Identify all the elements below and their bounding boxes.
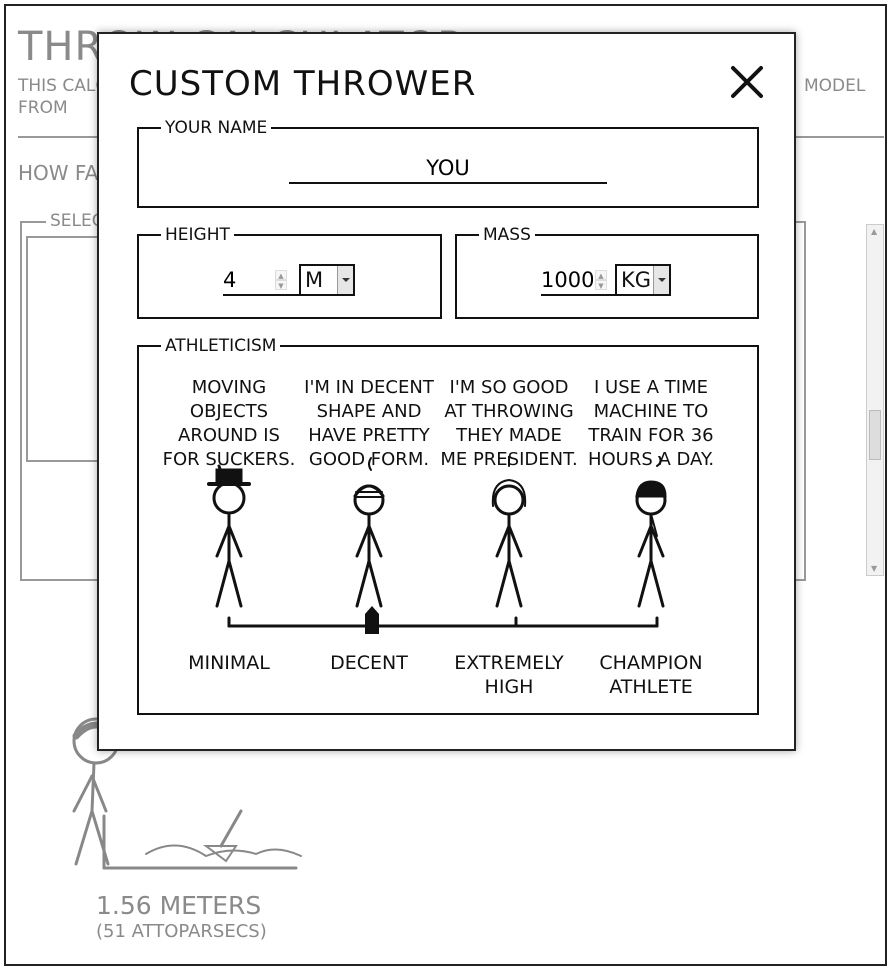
level-label-champion-athlete: CHAMPION ATHLETE bbox=[599, 652, 703, 698]
spin-up-icon[interactable]: ▲ bbox=[595, 270, 607, 280]
spin-up-icon[interactable]: ▲ bbox=[275, 270, 287, 280]
thrower-card[interactable] bbox=[26, 236, 106, 462]
mass-unit-select[interactable]: KG bbox=[615, 264, 671, 296]
height-legend: HEIGHT bbox=[165, 225, 230, 245]
top-hat-stick-figure-icon[interactable] bbox=[155, 456, 303, 616]
height-spinner[interactable]: ▲ ▼ bbox=[275, 270, 287, 290]
athleticism-option-decent[interactable]: I'M IN DECENT SHAPE AND HAVE PRETTY GOOD… bbox=[295, 376, 443, 472]
throw-distance-alt: (51 ATTOPARSECS) bbox=[96, 921, 267, 942]
mass-spinner[interactable]: ▲ ▼ bbox=[595, 270, 607, 290]
thrower-select-label: SELEC bbox=[46, 211, 108, 231]
dialog-title: CUSTOM THROWER bbox=[129, 64, 477, 104]
athleticism-fieldset: ATHLETICISM MOVING OBJECTS AROUND IS FOR… bbox=[137, 336, 759, 715]
level-label-extremely-high: EXTREMELY HIGH bbox=[454, 652, 564, 698]
page-subtitle-line2: FROM bbox=[18, 98, 68, 118]
option-quote: I'M SO GOOD AT THROWING THEY MADE ME PRE… bbox=[440, 377, 578, 470]
mass-number-field: ▲ ▼ bbox=[541, 264, 615, 296]
page-subtitle-right: MODEL bbox=[804, 76, 866, 96]
athleticism-legend: ATHLETICISM bbox=[165, 336, 277, 356]
helmet-stick-figure-icon[interactable] bbox=[577, 456, 725, 616]
how-far-heading: HOW FA bbox=[18, 161, 99, 185]
option-quote: MOVING OBJECTS AROUND IS FOR SUCKERS. bbox=[162, 377, 296, 470]
athleticism-option-minimal[interactable]: MOVING OBJECTS AROUND IS FOR SUCKERS. bbox=[155, 376, 303, 472]
scroll-down-arrow-icon[interactable]: ▼ bbox=[871, 564, 878, 573]
chevron-down-icon[interactable] bbox=[337, 266, 353, 294]
beanie-stick-figure-icon[interactable] bbox=[295, 456, 443, 616]
slider-handle-icon bbox=[365, 606, 379, 634]
name-fieldset: YOUR NAME bbox=[137, 118, 759, 208]
level-label-minimal: MINIMAL bbox=[188, 652, 270, 674]
mass-legend: MASS bbox=[483, 225, 531, 245]
athleticism-slider[interactable] bbox=[139, 606, 757, 646]
level-label-decent: DECENT bbox=[330, 652, 408, 674]
page-subtitle-line1: THIS CALC bbox=[18, 76, 108, 96]
close-button[interactable] bbox=[729, 64, 765, 100]
spin-down-icon[interactable]: ▼ bbox=[275, 280, 287, 290]
athleticism-option-extremely-high[interactable]: I'M SO GOOD AT THROWING THEY MADE ME PRE… bbox=[435, 376, 583, 472]
throw-distance: 1.56 METERS bbox=[96, 891, 262, 920]
height-number-field: ▲ ▼ bbox=[223, 264, 299, 296]
thrower-list-scrollbar[interactable]: ▲ ▼ bbox=[866, 224, 884, 576]
mass-input[interactable] bbox=[541, 266, 593, 294]
option-quote: I USE A TIME MACHINE TO TRAIN FOR 36 HOU… bbox=[587, 377, 715, 470]
height-input[interactable] bbox=[223, 266, 271, 294]
scroll-thumb[interactable] bbox=[869, 410, 881, 460]
wig-stick-figure-icon[interactable] bbox=[435, 456, 583, 616]
height-unit-select[interactable]: M bbox=[299, 264, 355, 296]
custom-thrower-dialog: CUSTOM THROWER YOUR NAME HEIGHT ▲ ▼ M MA… bbox=[97, 32, 796, 751]
spin-down-icon[interactable]: ▼ bbox=[595, 280, 607, 290]
chevron-down-icon[interactable] bbox=[653, 266, 669, 294]
name-input[interactable] bbox=[289, 154, 607, 184]
mass-fieldset: MASS ▲ ▼ KG bbox=[455, 225, 759, 319]
name-legend: YOUR NAME bbox=[165, 118, 268, 138]
scroll-up-arrow-icon[interactable]: ▲ bbox=[871, 227, 878, 236]
option-quote: I'M IN DECENT SHAPE AND HAVE PRETTY GOOD… bbox=[304, 377, 434, 470]
height-fieldset: HEIGHT ▲ ▼ M bbox=[137, 225, 442, 319]
athleticism-option-champion-athlete[interactable]: I USE A TIME MACHINE TO TRAIN FOR 36 HOU… bbox=[577, 376, 725, 472]
close-x-icon[interactable] bbox=[729, 64, 765, 100]
mass-unit-value: KG bbox=[621, 268, 652, 292]
height-unit-value: M bbox=[305, 268, 324, 292]
